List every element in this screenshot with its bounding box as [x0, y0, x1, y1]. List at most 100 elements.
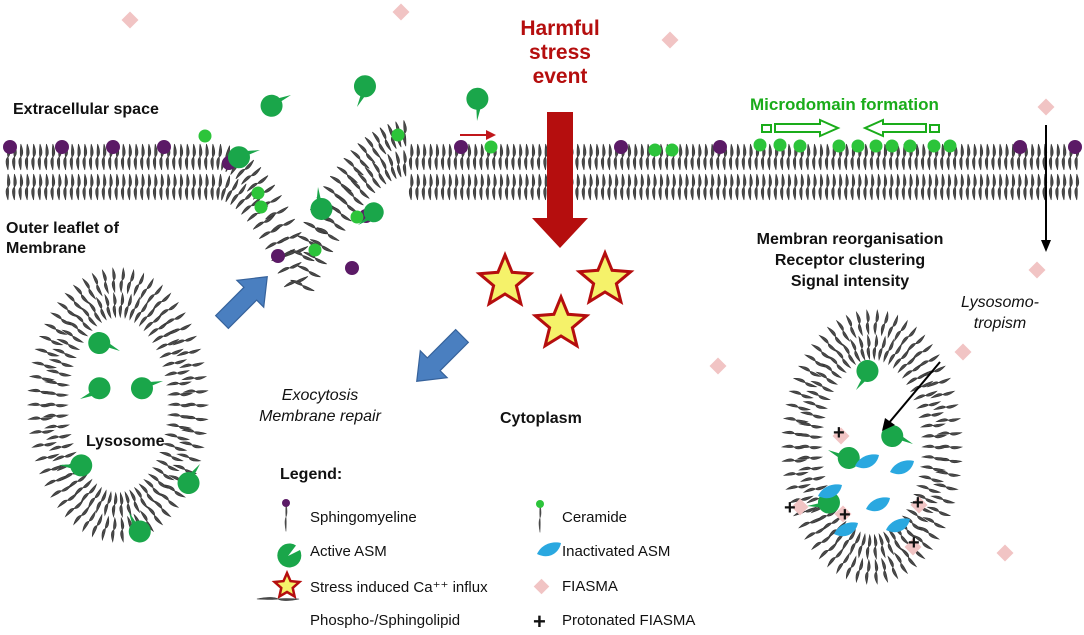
sphingomyeline-head: [454, 140, 468, 154]
lipid-tail: [56, 173, 62, 201]
lipid-tail: [225, 178, 239, 203]
lipid-tail: [12, 173, 17, 201]
lipid-tail: [865, 533, 872, 560]
lipid-tail: [147, 320, 169, 337]
lipid-tail: [139, 277, 154, 301]
lipid-tail: [146, 173, 152, 201]
lipid-tail: [310, 239, 334, 253]
lipid-tail: [844, 143, 849, 171]
legend-label-protonated-fiasma: Protonated FIASMA: [562, 612, 696, 629]
lipid-tail: [984, 173, 990, 201]
lipid-tail: [357, 143, 376, 164]
lipid-tail: [172, 464, 198, 475]
legend-icons: +: [256, 499, 561, 634]
lipid-tail: [91, 272, 103, 297]
lipid-tail: [799, 173, 804, 201]
lipid-tail: [639, 173, 644, 201]
lipid-tail: [895, 173, 900, 201]
lipid-tail: [44, 474, 68, 487]
lipid-tail: [485, 173, 491, 201]
lipid-tail: [434, 173, 440, 201]
lysosome-left-membrane: [26, 267, 210, 543]
lipid-tail: [873, 309, 879, 336]
lipid-tail: [933, 483, 959, 491]
lipid-tail: [926, 377, 952, 388]
lipid-tail: [277, 262, 302, 274]
lipid-tail: [873, 533, 878, 560]
block-arrow-up: [214, 276, 268, 330]
lipid-tail: [933, 173, 939, 201]
lipid-tail: [159, 451, 184, 462]
protonated-fiasma: +: [839, 504, 851, 526]
lipid-tail: [168, 323, 192, 336]
protonated-fiasma: +: [908, 532, 920, 554]
active-asm: [130, 377, 163, 400]
lipid-tail: [63, 173, 68, 201]
lipid-tail: [66, 321, 89, 337]
lipid-tail: [876, 173, 881, 201]
lipid-tail: [31, 173, 36, 201]
label-harmful-stress: Harmful stress event: [520, 17, 600, 88]
lipid-tail: [858, 335, 866, 361]
lipid-tail: [42, 391, 70, 397]
ca-influx-star: [475, 251, 535, 308]
legend-label-sphingomyeline: Sphingomyeline: [310, 509, 417, 526]
lipid-tail: [140, 173, 145, 201]
ceramide-head: [851, 139, 865, 153]
fiasma: [709, 357, 727, 375]
lipid-tail: [696, 143, 702, 171]
lipid-tail: [802, 485, 828, 493]
lipid-tail: [127, 143, 132, 171]
lipid-tail: [163, 312, 186, 326]
lipid-tail: [978, 173, 984, 201]
lipid-tail: [607, 143, 612, 171]
lipid-tail: [530, 143, 536, 171]
lipid-tail: [1010, 173, 1016, 201]
lipid-tail: [133, 272, 145, 297]
lipid-tail: [972, 143, 977, 171]
lipid-tail: [479, 173, 484, 201]
lipid-tail: [920, 434, 948, 439]
lipid-tail: [827, 355, 847, 373]
lipid-tail: [143, 479, 163, 497]
lipid-tail: [133, 486, 149, 509]
lipid-tail: [600, 173, 606, 201]
lipid-tail: [440, 143, 446, 171]
lipid-tail: [158, 301, 179, 318]
lipid-tail: [818, 173, 824, 201]
ceramide-head: [254, 200, 268, 214]
lipid-tail: [316, 227, 340, 242]
lipid-tail: [179, 441, 205, 449]
lipid-tail: [959, 173, 964, 201]
lipid-tail: [906, 371, 929, 386]
lipid-tail: [151, 467, 175, 481]
lipid-tail: [901, 173, 907, 201]
lipid-tail: [883, 531, 895, 556]
lipid-tail: [786, 173, 792, 201]
legend-star-icon: [271, 569, 303, 600]
lipid-tail: [696, 173, 702, 201]
active-asm: [128, 512, 151, 543]
lipid-tail: [108, 173, 113, 201]
lipid-tail: [1061, 173, 1067, 201]
lipid-tail: [372, 131, 387, 155]
lipid-tail: [479, 143, 484, 171]
lipid-tail: [1036, 173, 1041, 201]
active-asm: [358, 202, 384, 225]
lipid-tail: [1048, 173, 1054, 201]
lipid-tail: [767, 173, 772, 201]
lipid-tail: [162, 359, 188, 367]
lysosomotropism-arrows: [882, 125, 1051, 431]
inactivated-asm: [855, 454, 879, 469]
lipid-tail: [796, 455, 824, 460]
lipid-tail: [782, 417, 809, 424]
lipid-tail: [372, 161, 387, 185]
lipid-tail: [991, 173, 996, 201]
lipid-tail: [918, 475, 944, 483]
lipid-tail: [265, 206, 289, 220]
ceramide-head: [927, 139, 941, 153]
lipid-tail: [460, 173, 465, 201]
lipid-tail: [133, 173, 139, 201]
sphingomyeline-head: [614, 140, 628, 154]
